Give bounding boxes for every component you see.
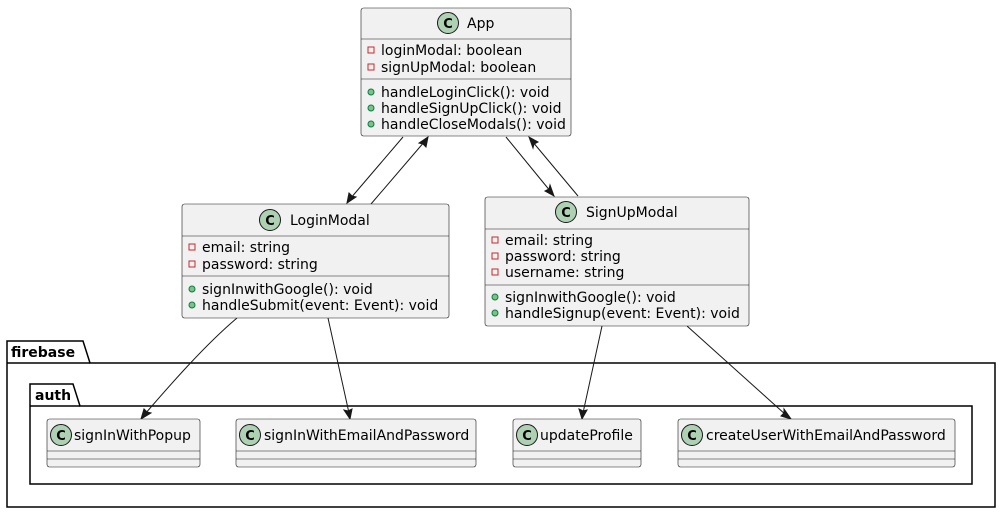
class-updateprofile-name: updateProfile bbox=[540, 428, 633, 444]
public-marker-icon bbox=[188, 301, 196, 309]
class-icon bbox=[239, 424, 261, 446]
arrowhead-signupmodal-to-createuser bbox=[780, 407, 793, 420]
edge-signupmodal-to-createuser bbox=[686, 325, 787, 416]
field-app-signupmodal: signUpModal: boolean bbox=[381, 60, 536, 76]
class-icon bbox=[50, 424, 72, 446]
class-signinwithemailandpassword-name: signInWithEmailAndPassword bbox=[264, 428, 469, 444]
class-icon bbox=[681, 424, 703, 446]
field-loginmodal-email: email: string bbox=[202, 240, 290, 256]
class-icon-letter: C bbox=[56, 429, 66, 444]
class-icon bbox=[259, 209, 281, 231]
arrowhead-loginmodal-to-signinwithpopup bbox=[140, 408, 153, 421]
class-createuserwithemailandpassword[interactable]: C createUserWithEmailAndPassword bbox=[677, 418, 956, 468]
field-signupmodal-password: password: string bbox=[505, 249, 621, 265]
method-loginmodal-signinwithgoogle: signInwithGoogle(): void bbox=[202, 282, 373, 298]
package-firebase-label: firebase bbox=[11, 345, 75, 361]
class-createuserwithemailandpassword-name: createUserWithEmailAndPassword bbox=[706, 428, 946, 444]
edges bbox=[140, 135, 793, 421]
method-signupmodal-handlesignup: handleSignup(event: Event): void bbox=[505, 306, 740, 322]
edge-app-to-signupmodal bbox=[505, 136, 552, 193]
class-icon-letter: C bbox=[443, 17, 453, 32]
package-auth: auth bbox=[29, 383, 973, 485]
method-app-handlesignupclick: handleSignUpClick(): void bbox=[381, 101, 561, 117]
public-marker-icon bbox=[491, 293, 499, 301]
package-auth-label: auth bbox=[35, 388, 71, 404]
class-icon bbox=[437, 12, 459, 34]
class-signinwithpopup-name: signInWithPopup bbox=[74, 428, 191, 444]
arrowhead-signupmodal-to-app bbox=[528, 135, 540, 150]
public-marker-icon bbox=[367, 120, 375, 128]
method-app-handleloginclick: handleLoginClick(): void bbox=[381, 85, 550, 101]
public-marker-icon bbox=[491, 309, 499, 317]
class-signinwithemailandpassword[interactable]: C signInWithEmailAndPassword bbox=[235, 418, 477, 468]
class-icon-letter: C bbox=[245, 429, 255, 444]
edge-signupmodal-to-updateprofile bbox=[582, 325, 603, 414]
public-marker-icon bbox=[188, 285, 196, 293]
class-icon-letter: C bbox=[265, 214, 275, 229]
edge-loginmodal-to-signinwithpopup bbox=[144, 317, 238, 415]
class-app-name: App bbox=[467, 16, 494, 32]
public-marker-icon bbox=[367, 104, 375, 112]
edge-app-to-loginmodal bbox=[349, 136, 404, 200]
method-loginmodal-handlesubmit: handleSubmit(event: Event): void bbox=[202, 298, 438, 314]
field-signupmodal-username: username: string bbox=[505, 265, 624, 281]
class-app[interactable]: C App loginModal: boolean signUpModal: b… bbox=[360, 7, 572, 137]
class-icon-letter: C bbox=[522, 429, 532, 444]
arrowhead-app-to-signupmodal bbox=[543, 183, 555, 198]
class-signupmodal[interactable]: C SignUpModal email: string password: st… bbox=[484, 196, 750, 327]
class-signinwithpopup[interactable]: C signInWithPopup bbox=[46, 418, 201, 468]
field-signupmodal-email: email: string bbox=[505, 233, 593, 249]
arrowhead-loginmodal-to-signinwithemail bbox=[342, 408, 353, 421]
class-icon-letter: C bbox=[561, 206, 571, 221]
public-marker-icon bbox=[367, 88, 375, 96]
edge-loginmodal-to-app bbox=[370, 140, 426, 205]
arrowhead-loginmodal-to-app bbox=[417, 135, 429, 149]
field-loginmodal-password: password: string bbox=[202, 257, 318, 273]
class-signupmodal-name: SignUpModal bbox=[586, 205, 678, 221]
method-signupmodal-signinwithgoogle: signInwithGoogle(): void bbox=[505, 290, 676, 306]
edge-loginmodal-to-signinwithemail bbox=[327, 317, 350, 414]
class-icon bbox=[555, 201, 577, 223]
arrowhead-signupmodal-to-updateprofile bbox=[578, 408, 588, 421]
package-firebase: firebase bbox=[6, 340, 996, 508]
method-app-handleclosemodals: handleCloseModals(): void bbox=[381, 117, 566, 133]
class-icon bbox=[516, 424, 538, 446]
edge-signupmodal-to-app bbox=[531, 140, 579, 197]
class-loginmodal-name: LoginModal bbox=[290, 213, 370, 229]
class-updateprofile[interactable]: C updateProfile bbox=[512, 418, 642, 468]
class-icon-letter: C bbox=[687, 429, 697, 444]
field-app-loginmodal: loginModal: boolean bbox=[381, 43, 522, 59]
class-loginmodal[interactable]: C LoginModal email: string password: str… bbox=[181, 203, 450, 319]
arrowhead-app-to-loginmodal bbox=[346, 191, 358, 205]
